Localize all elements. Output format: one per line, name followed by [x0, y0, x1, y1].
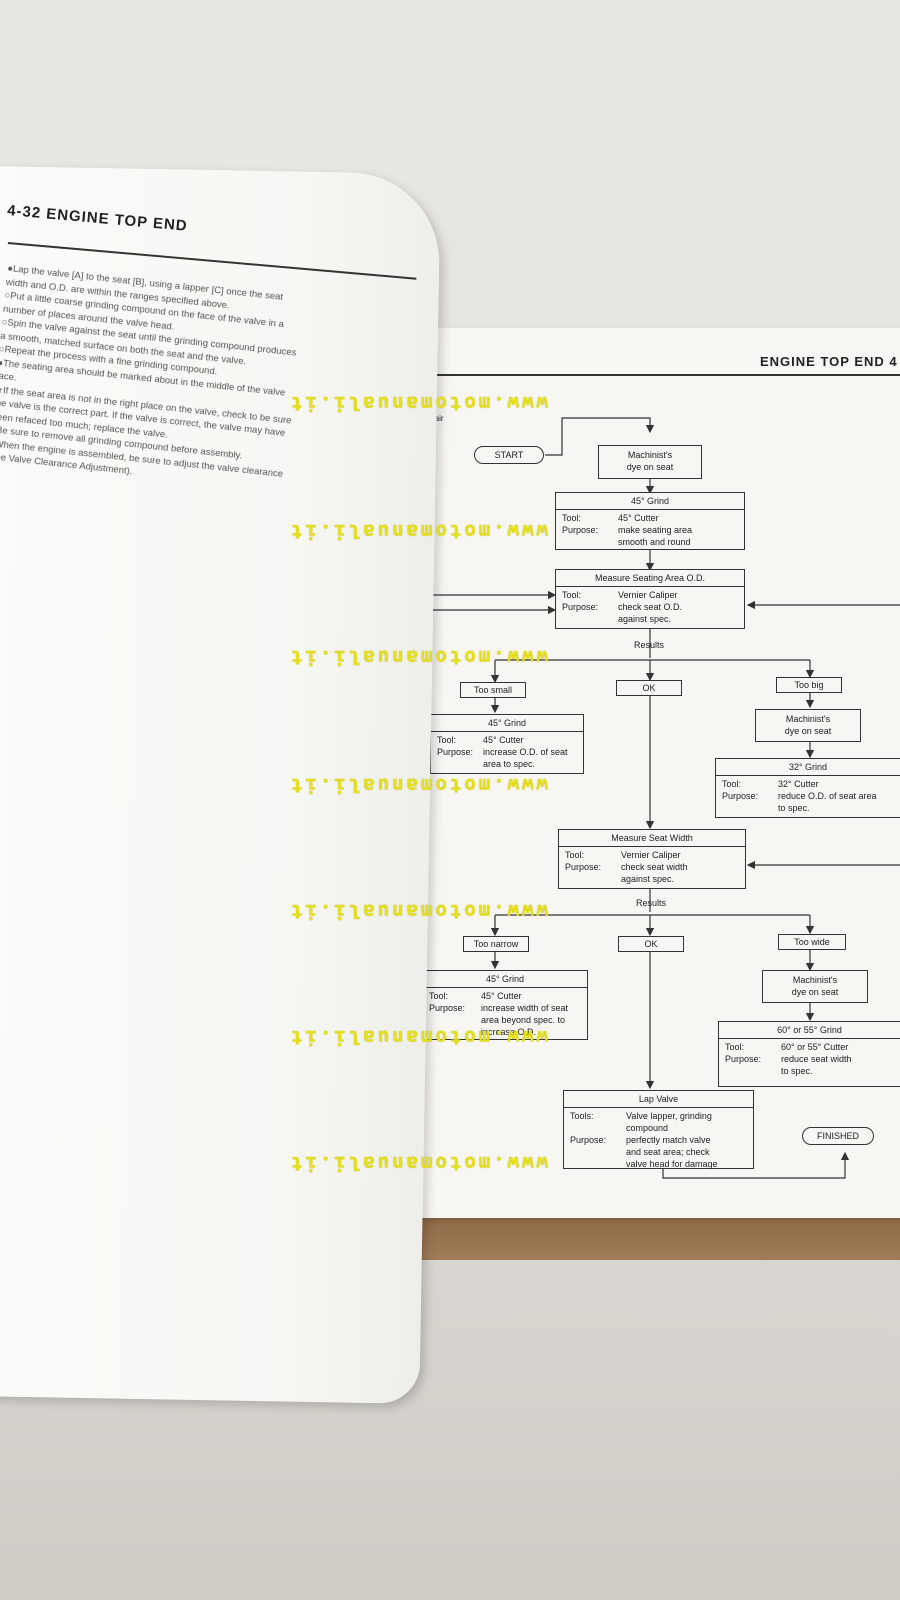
results-label-2: Results — [636, 898, 667, 908]
measure-seating-od-box: Measure Seating Area O.D. Tool: Vernier … — [555, 569, 745, 629]
grind45c-tool: 45° Cutter — [481, 991, 522, 1001]
lap-tool-label: Tools: — [570, 1111, 594, 1121]
watermark: www.motomanuali.it — [288, 900, 548, 922]
dye1-line1: Machinist's — [627, 450, 673, 460]
grind32-title: 32° Grind — [788, 762, 828, 772]
grind6055-title: 60° or 55° Grind — [777, 1025, 842, 1035]
dye2-line1: Machinist's — [785, 714, 831, 724]
grind45a-tool: 45° Cutter — [618, 513, 659, 523]
dye3-line1: Machinist's — [792, 975, 838, 985]
grind-45-box-2: 45° Grind Tool: 45° Cutter Purpose: incr… — [430, 714, 584, 774]
grind45b-title: 45° Grind — [487, 718, 527, 728]
lap-purpose-1: perfectly match valve — [626, 1135, 711, 1145]
watermark: www.motomanuali.it — [288, 774, 548, 796]
measure-width-purpose-2: against spec. — [621, 874, 675, 884]
grind32-purpose-2: to spec. — [778, 803, 810, 813]
measure-od-title: Measure Seating Area O.D. — [594, 573, 706, 583]
grind45c-purpose-1: increase width of seat — [481, 1003, 569, 1013]
watermark: www.motomanuali.it — [288, 520, 548, 542]
machinist-dye-box-3: Machinist's dye on seat — [762, 970, 868, 1003]
left-page-text: ●Lap the valve [A] to the seat [B], usin… — [0, 262, 396, 504]
grind45b-purpose-label: Purpose: — [437, 747, 474, 757]
grind45b-tool-label: Tool: — [437, 735, 457, 745]
watermark: www.motomanuali.it — [288, 1026, 548, 1048]
watermark: www.motomanuali.it — [288, 392, 548, 414]
grind6055-purpose-1: reduce seat width — [781, 1054, 852, 1064]
lap-tool-2: compound — [626, 1123, 669, 1133]
lap-valve-box: Lap Valve Tools: Valve lapper, grinding … — [563, 1090, 754, 1169]
grind45b-purpose-2: area to spec. — [483, 759, 536, 769]
measure-od-purpose-label: Purpose: — [562, 602, 599, 612]
lap-purpose-2: and seat area; check — [626, 1147, 710, 1157]
grind45c-title: 45° Grind — [485, 974, 525, 984]
grind45c-purpose-3: increase O.D. — [481, 1027, 537, 1037]
grind32-purpose-1: reduce O.D. of seat area — [778, 791, 877, 801]
too-big-box: Too big — [776, 677, 842, 693]
grind6055-purpose-2: to spec. — [781, 1066, 813, 1076]
dye1-line2: dye on seat — [626, 462, 674, 472]
machinist-dye-box-1: Machinist's dye on seat — [598, 445, 702, 479]
measure-width-purpose-label: Purpose: — [565, 862, 602, 872]
measure-width-tool: Vernier Caliper — [621, 850, 681, 860]
too-small-box: Too small — [460, 682, 526, 698]
measure-od-purpose-2: against spec. — [618, 614, 672, 624]
dye3-line2: dye on seat — [791, 987, 839, 997]
too-narrow-box: Too narrow — [463, 936, 529, 952]
grind45c-purpose-label: Purpose: — [429, 1003, 466, 1013]
dye2-line2: dye on seat — [784, 726, 832, 736]
grind-60-55-box: 60° or 55° Grind Tool: 60° or 55° Cutter… — [718, 1021, 900, 1087]
grind45a-purpose-label: Purpose: — [562, 525, 599, 535]
measure-width-tool-label: Tool: — [565, 850, 585, 860]
machinist-dye-box-2: Machinist's dye on seat — [755, 709, 861, 742]
grind6055-tool: 60° or 55° Cutter — [781, 1042, 849, 1052]
grind6055-tool-label: Tool: — [725, 1042, 745, 1052]
measure-od-tool-label: Tool: — [562, 590, 582, 600]
measure-od-purpose-1: check seat O.D. — [618, 602, 683, 612]
finished-terminal: FINISHED — [802, 1127, 874, 1145]
lap-purpose-label: Purpose: — [570, 1135, 607, 1145]
grind45a-tool-label: Tool: — [562, 513, 582, 523]
watermark: www.motomanuali.it — [288, 646, 548, 668]
grind45b-tool: 45° Cutter — [483, 735, 524, 745]
grind6055-purpose-label: Purpose: — [725, 1054, 762, 1064]
ok-box-2: OK — [618, 936, 684, 952]
grind-45-box-3: 45° Grind Tool: 45° Cutter Purpose: incr… — [422, 970, 588, 1040]
grind-45-box-1: 45° Grind Tool: 45° Cutter Purpose: make… — [555, 492, 745, 550]
grind45b-purpose-1: increase O.D. of seat — [483, 747, 568, 757]
ok-box-1: OK — [616, 680, 682, 696]
grind45a-title: 45° Grind — [630, 496, 670, 506]
lap-purpose-3: valve head for damage — [626, 1159, 718, 1169]
right-page-header: ENGINE TOP END 4 — [760, 354, 898, 369]
watermark: www.motomanuali.it — [288, 1152, 548, 1174]
grind45c-purpose-2: area beyond spec. to — [481, 1015, 566, 1025]
start-terminal: START — [474, 446, 544, 464]
measure-width-purpose-1: check seat width — [621, 862, 688, 872]
right-header-rule — [430, 374, 900, 376]
grind45c-tool-label: Tool: — [429, 991, 449, 1001]
too-wide-box: Too wide — [778, 934, 846, 950]
measure-width-title: Measure Seat Width — [611, 833, 693, 843]
grind32-tool-label: Tool: — [722, 779, 742, 789]
lap-tool-1: Valve lapper, grinding — [626, 1111, 712, 1121]
results-label-1: Results — [634, 640, 665, 650]
grind45a-purpose-1: make seating area — [618, 525, 693, 535]
lap-title: Lap Valve — [638, 1094, 679, 1104]
grind45a-purpose-2: smooth and round — [618, 537, 691, 547]
grind32-tool: 32° Cutter — [778, 779, 819, 789]
grind32-purpose-label: Purpose: — [722, 791, 759, 801]
measure-seat-width-box: Measure Seat Width Tool: Vernier Caliper… — [558, 829, 746, 889]
measure-od-tool: Vernier Caliper — [618, 590, 678, 600]
grind-32-box: 32° Grind Tool: 32° Cutter Purpose: redu… — [715, 758, 900, 818]
